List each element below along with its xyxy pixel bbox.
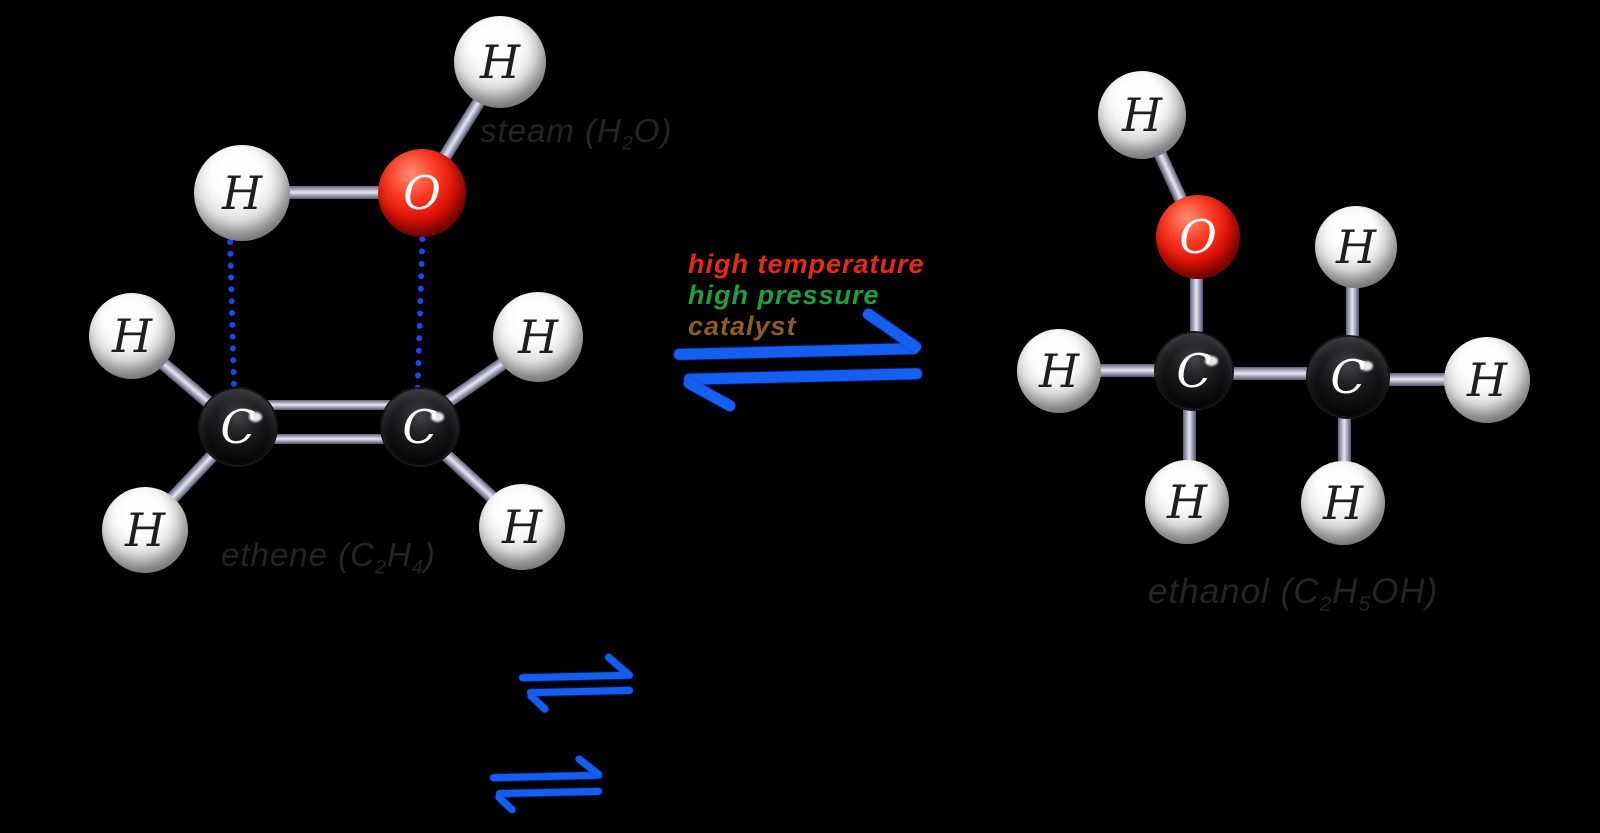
hydrogen-atom: H — [102, 487, 188, 573]
hydrogen-atom: H — [454, 16, 546, 108]
atom-symbol: H — [501, 500, 543, 554]
condition-catalyst: catalyst — [688, 311, 797, 341]
atom-symbol: H — [1335, 220, 1377, 274]
atom-symbol: H — [221, 166, 263, 220]
label-text: ) — [423, 536, 436, 573]
label-text: ethanol (C — [1148, 572, 1320, 611]
bond — [255, 186, 402, 199]
hydrogen-atom: H — [194, 145, 290, 241]
hydrogen-atom: H — [89, 293, 175, 379]
specular-highlight — [1204, 355, 1218, 366]
atom-symbol: H — [124, 503, 166, 557]
specular-highlight — [1359, 361, 1373, 371]
oxygen-atom: O — [378, 149, 466, 237]
ethanol-label: ethanol (C2H5OH) — [1148, 572, 1438, 617]
hydrogen-atom: H — [1017, 329, 1101, 413]
double-bond-lower-bar — [252, 434, 410, 444]
hydrogen-atom: H — [1145, 460, 1229, 544]
ethene-label: ethene (C2H4) — [221, 536, 436, 580]
atom-symbol: H — [1038, 344, 1080, 398]
specular-highlight — [248, 411, 262, 422]
label-text: steam (H — [480, 112, 622, 149]
atom-symbol: C — [220, 400, 256, 454]
reaction-conditions: high temperature high pressure catalyst — [688, 249, 925, 342]
oxygen-atom: O — [1156, 195, 1240, 279]
atom-symbol: C — [1330, 350, 1366, 404]
label-text: H — [1332, 572, 1359, 611]
carbon-atom: C — [382, 389, 458, 465]
atom-symbol: H — [1166, 475, 1208, 529]
label-text: O) — [633, 112, 673, 149]
atom-symbol: H — [517, 310, 559, 364]
label-text: OH) — [1371, 572, 1439, 611]
label-subscript: 2 — [621, 132, 634, 155]
atom-symbol: O — [403, 166, 441, 220]
label-subscript: 2 — [1319, 593, 1333, 616]
hydrogen-atom: H — [1444, 337, 1530, 423]
condition-high-temperature: high temperature — [688, 249, 925, 279]
condition-high-pressure: high pressure — [688, 280, 880, 310]
double-bond-upper-bar — [252, 400, 410, 410]
hydrogen-atom: H — [1301, 461, 1385, 545]
carbon-atom: C — [1308, 337, 1388, 417]
label-subscript: 5 — [1358, 593, 1372, 616]
atom-symbol: C — [1176, 344, 1212, 398]
hydrogen-atom: H — [1315, 206, 1397, 288]
hydrogen-atom: H — [479, 484, 565, 570]
atom-symbol: H — [479, 35, 521, 89]
atom-symbol: H — [1121, 88, 1163, 142]
label-subscript: 2 — [374, 556, 387, 579]
atom-symbol: O — [1179, 210, 1217, 264]
label-text: ethene (C — [221, 536, 375, 573]
atom-symbol: H — [1466, 353, 1508, 407]
label-text: H — [386, 536, 412, 573]
atom-symbol: H — [111, 309, 153, 363]
hydrogen-atom: H — [493, 292, 583, 382]
hydrogen-atom: H — [1098, 71, 1186, 159]
label-subscript: 4 — [411, 556, 424, 579]
atom-symbol: H — [1322, 476, 1364, 530]
carbon-atom: C — [200, 389, 276, 465]
steam-label: steam (H2O) — [480, 112, 673, 156]
specular-highlight — [430, 411, 444, 422]
carbon-atom: C — [1156, 333, 1232, 409]
atom-symbol: C — [402, 400, 438, 454]
